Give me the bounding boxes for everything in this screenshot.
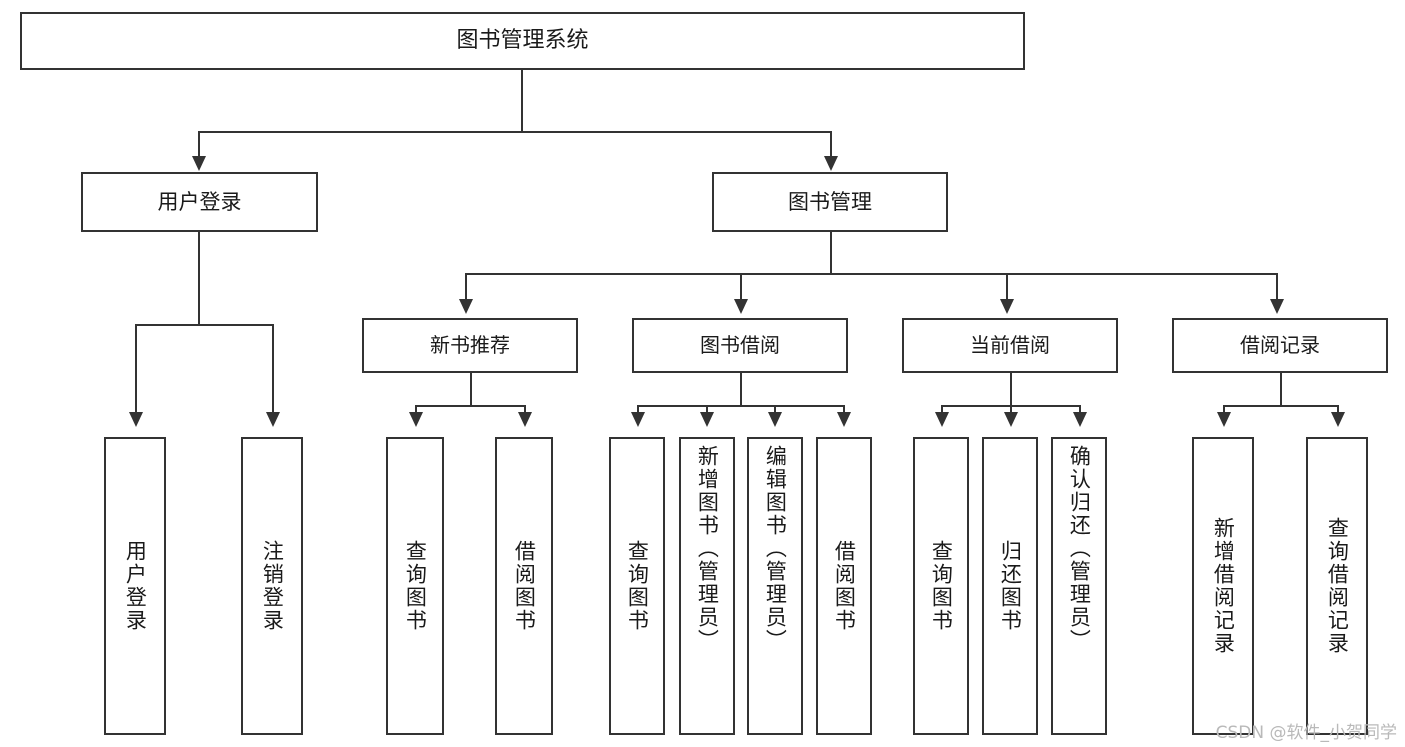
leaf-query-borrow-record[interactable]: 查询借阅记录 — [1306, 437, 1368, 735]
edge-nbr-drop-2 — [524, 405, 526, 415]
leaf-edit-book-admin[interactable]: 编辑图书（管理员） — [747, 437, 803, 735]
arrow-cb-leaf-1 — [935, 412, 949, 427]
arrow-to-new-book-recommend — [459, 299, 473, 314]
edge-nbr-stem — [470, 373, 472, 406]
edge-bm-drop-2 — [740, 273, 742, 301]
leaf-label: 编辑图书（管理员） — [763, 445, 788, 652]
arrow-nbr-leaf-1 — [409, 412, 423, 427]
leaf-label: 查询图书 — [929, 540, 954, 632]
node-user-login[interactable]: 用户登录 — [81, 172, 318, 232]
arrow-br-leaf-2 — [1331, 412, 1345, 427]
edge-bb-drop-4 — [843, 405, 845, 415]
node-book-borrow[interactable]: 图书借阅 — [632, 318, 848, 373]
edge-br-drop-1 — [1223, 405, 1225, 415]
arrow-bb-leaf-1 — [631, 412, 645, 427]
node-label: 图书管理 — [788, 189, 872, 214]
edge-cb-drop-2 — [1010, 405, 1012, 415]
edge-br-drop-2 — [1337, 405, 1339, 415]
edge-root-bus — [198, 131, 832, 133]
edge-br-bus — [1223, 405, 1338, 407]
leaf-label: 借阅图书 — [512, 540, 537, 632]
arrow-user-login-leaf-2 — [266, 412, 280, 427]
edge-root-stem — [521, 70, 523, 132]
arrow-bb-leaf-2 — [700, 412, 714, 427]
node-new-book-recommend[interactable]: 新书推荐 — [362, 318, 578, 373]
leaf-add-book-admin[interactable]: 新增图书（管理员） — [679, 437, 735, 735]
edge-bb-bus — [637, 405, 845, 407]
leaf-confirm-return-admin[interactable]: 确认归还（管理员） — [1051, 437, 1107, 735]
leaf-logout[interactable]: 注销登录 — [241, 437, 303, 735]
edge-book-management-bus — [465, 273, 1276, 275]
edge-book-management-stem — [830, 232, 832, 274]
edge-cb-stem — [1010, 373, 1012, 406]
leaf-label: 查询图书 — [625, 540, 650, 632]
leaf-borrow-book-bb[interactable]: 借阅图书 — [816, 437, 872, 735]
arrow-cb-leaf-2 — [1004, 412, 1018, 427]
leaf-add-borrow-record[interactable]: 新增借阅记录 — [1192, 437, 1254, 735]
node-label: 用户登录 — [157, 189, 242, 214]
arrow-to-borrow-record — [1270, 299, 1284, 314]
node-label: 图书借阅 — [700, 332, 780, 357]
edge-bm-drop-4 — [1276, 273, 1278, 301]
edge-bb-stem — [740, 373, 742, 406]
edge-user-login-bus — [135, 324, 274, 326]
leaf-label: 查询图书 — [403, 540, 428, 632]
leaf-label: 用户登录 — [123, 540, 148, 632]
edge-bb-drop-1 — [637, 405, 639, 415]
leaf-label: 归还图书 — [998, 540, 1023, 632]
leaf-user-login[interactable]: 用户登录 — [104, 437, 166, 735]
edge-root-to-user-login — [198, 131, 200, 159]
arrow-to-book-management — [824, 156, 838, 171]
arrow-nbr-leaf-2 — [518, 412, 532, 427]
leaf-query-book-cb[interactable]: 查询图书 — [913, 437, 969, 735]
node-label: 新书推荐 — [430, 332, 510, 357]
leaf-label: 借阅图书 — [832, 540, 857, 632]
arrow-to-book-borrow — [734, 299, 748, 314]
arrow-user-login-leaf-1 — [129, 412, 143, 427]
leaf-label: 查询借阅记录 — [1325, 517, 1350, 655]
node-label: 借阅记录 — [1240, 332, 1320, 357]
leaf-query-book-nbr[interactable]: 查询图书 — [386, 437, 444, 735]
arrow-bb-leaf-4 — [837, 412, 851, 427]
leaf-label: 注销登录 — [260, 540, 285, 632]
edge-br-stem — [1280, 373, 1282, 406]
edge-cb-drop-1 — [941, 405, 943, 415]
arrow-bb-leaf-3 — [768, 412, 782, 427]
arrow-br-leaf-1 — [1217, 412, 1231, 427]
edge-cb-drop-3 — [1079, 405, 1081, 415]
leaf-label: 新增图书（管理员） — [695, 445, 720, 652]
node-label: 当前借阅 — [970, 332, 1050, 357]
edge-root-to-book-management — [830, 131, 832, 159]
edge-user-login-stem — [198, 232, 200, 325]
arrow-to-current-borrow — [1000, 299, 1014, 314]
leaf-borrow-book-nbr[interactable]: 借阅图书 — [495, 437, 553, 735]
node-current-borrow[interactable]: 当前借阅 — [902, 318, 1118, 373]
edge-nbr-drop-1 — [415, 405, 417, 415]
leaf-return-book[interactable]: 归还图书 — [982, 437, 1038, 735]
arrow-to-user-login — [192, 156, 206, 171]
edge-bb-drop-3 — [774, 405, 776, 415]
leaf-query-book-bb[interactable]: 查询图书 — [609, 437, 665, 735]
edge-bb-drop-2 — [706, 405, 708, 415]
edge-bm-drop-1 — [465, 273, 467, 301]
leaf-label: 新增借阅记录 — [1211, 517, 1236, 655]
leaf-label: 确认归还（管理员） — [1067, 445, 1092, 652]
edge-bm-drop-3 — [1006, 273, 1008, 301]
node-label: 图书管理系统 — [456, 28, 589, 54]
node-book-management[interactable]: 图书管理 — [712, 172, 948, 232]
edge-user-login-drop-1 — [135, 324, 137, 415]
edge-user-login-drop-2 — [272, 324, 274, 415]
node-borrow-record[interactable]: 借阅记录 — [1172, 318, 1388, 373]
arrow-cb-leaf-3 — [1073, 412, 1087, 427]
edge-nbr-bus — [415, 405, 525, 407]
node-root-book-management-system[interactable]: 图书管理系统 — [20, 12, 1025, 70]
